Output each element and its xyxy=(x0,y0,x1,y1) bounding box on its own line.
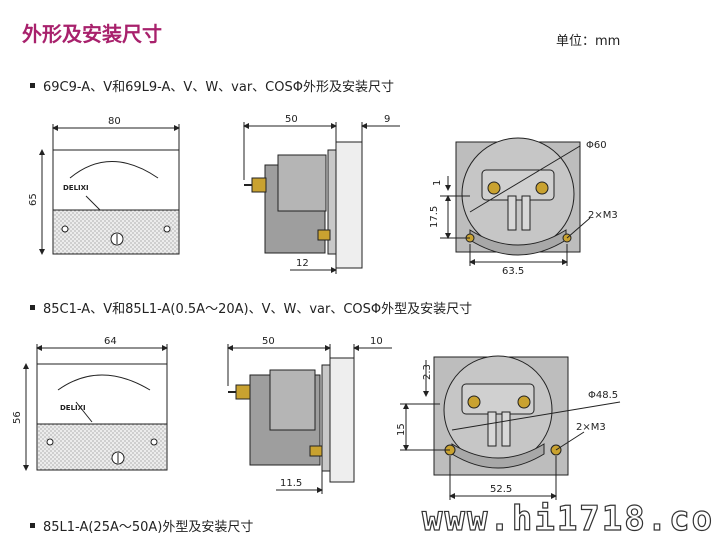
side-flange-2: 10 xyxy=(370,336,383,347)
side-flange-1: 9 xyxy=(384,114,390,125)
back-offset-1: 17.5 xyxy=(429,206,440,228)
side-view-1: 50 9 12 xyxy=(243,114,400,274)
back-view-2: Φ48.5 2×M3 52.5 15 2.3 xyxy=(396,355,621,500)
page-title: 外形及安装尺寸 xyxy=(22,22,162,46)
back-spacing-1: 63.5 xyxy=(502,266,524,277)
back-spacing-2: 52.5 xyxy=(490,484,512,495)
bullet-square-icon xyxy=(30,305,35,310)
back-offset-2: 15 xyxy=(396,423,407,436)
front-view-1: DELIXI 80 65 xyxy=(28,116,180,255)
brand-label-1: DELIXI xyxy=(63,184,89,192)
section-2-heading: 85C1-A、V和85L1-A(0.5A～20A)、V、W、var、COSΦ外型… xyxy=(30,298,472,317)
back-gap-1: 1 xyxy=(432,180,443,186)
brand-label-2: DELIXI xyxy=(60,404,86,412)
back-diameter-2: Φ48.5 xyxy=(588,390,618,401)
side-depth-1: 50 xyxy=(285,114,298,125)
section-3-heading: 85L1-A(25A～50A)外型及安装尺寸 xyxy=(30,516,253,535)
front-height-2: 56 xyxy=(12,411,23,424)
side-depth-2: 50 xyxy=(262,336,275,347)
side-tail-2: 11.5 xyxy=(280,478,302,489)
back-holes-1: 2×M3 xyxy=(588,210,618,221)
back-diameter-1: Φ60 xyxy=(586,140,607,151)
front-width-2: 64 xyxy=(104,336,117,347)
back-holes-2: 2×M3 xyxy=(576,422,606,433)
unit-label: 单位：mm xyxy=(556,34,621,49)
front-view-2: DELIXI 64 56 xyxy=(12,336,168,471)
side-view-2: 50 10 11.5 xyxy=(227,336,392,494)
front-height-1: 65 xyxy=(28,193,39,206)
back-gap-2: 2.3 xyxy=(422,364,433,380)
front-width-1: 80 xyxy=(108,116,121,127)
section-2-heading-text: 85C1-A、V和85L1-A(0.5A～20A)、V、W、var、COSΦ外型… xyxy=(43,302,473,317)
section-3-heading-text: 85L1-A(25A～50A)外型及安装尺寸 xyxy=(43,520,254,535)
watermark-text: www.hi1718.com xyxy=(422,499,712,539)
back-view-1: Φ60 2×M3 63.5 17.5 1 xyxy=(429,137,618,277)
side-tail-1: 12 xyxy=(296,258,309,269)
section-1-heading-text: 69C9-A、V和69L9-A、V、W、var、COSΦ外形及安装尺寸 xyxy=(43,80,394,95)
bullet-square-icon xyxy=(30,83,35,88)
bullet-square-icon xyxy=(30,523,35,528)
section-1-heading: 69C9-A、V和69L9-A、V、W、var、COSΦ外形及安装尺寸 xyxy=(30,76,394,95)
